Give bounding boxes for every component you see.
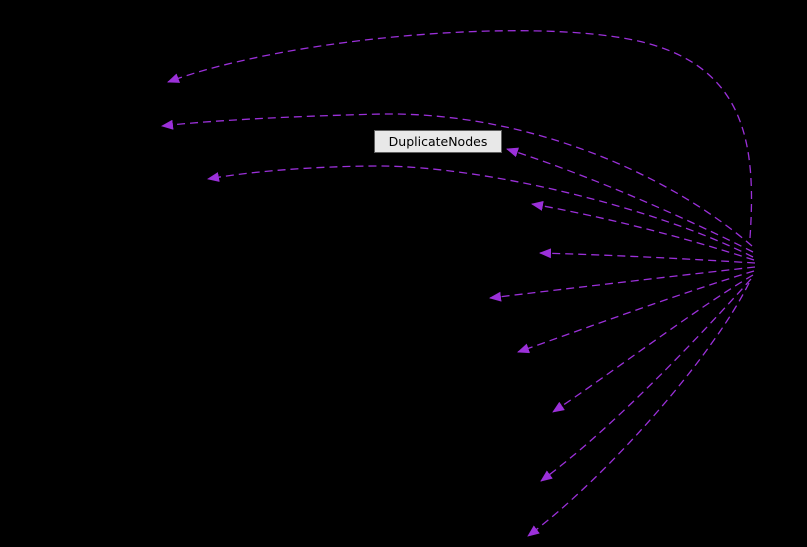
dependency-edge-into-node: [506, 147, 754, 253]
dependency-edges: [161, 30, 756, 537]
graph-node-duplicatenodes: DuplicateNodes: [374, 130, 502, 153]
dependency-edge-upper-left: [161, 113, 753, 247]
dependency-edge-row-5: [552, 274, 754, 413]
dependency-edge-row-7: [527, 282, 750, 537]
dependency-edge-row-2: [539, 248, 756, 264]
dependency-edge-row-4: [517, 270, 755, 354]
dependency-edge-mid-left: [207, 165, 754, 258]
dependency-edge-row-6: [540, 278, 752, 482]
dependency-edge-top-arc: [167, 30, 753, 239]
dependency-edge-row-1: [531, 200, 755, 261]
dependency-edge-row-3: [489, 266, 756, 302]
